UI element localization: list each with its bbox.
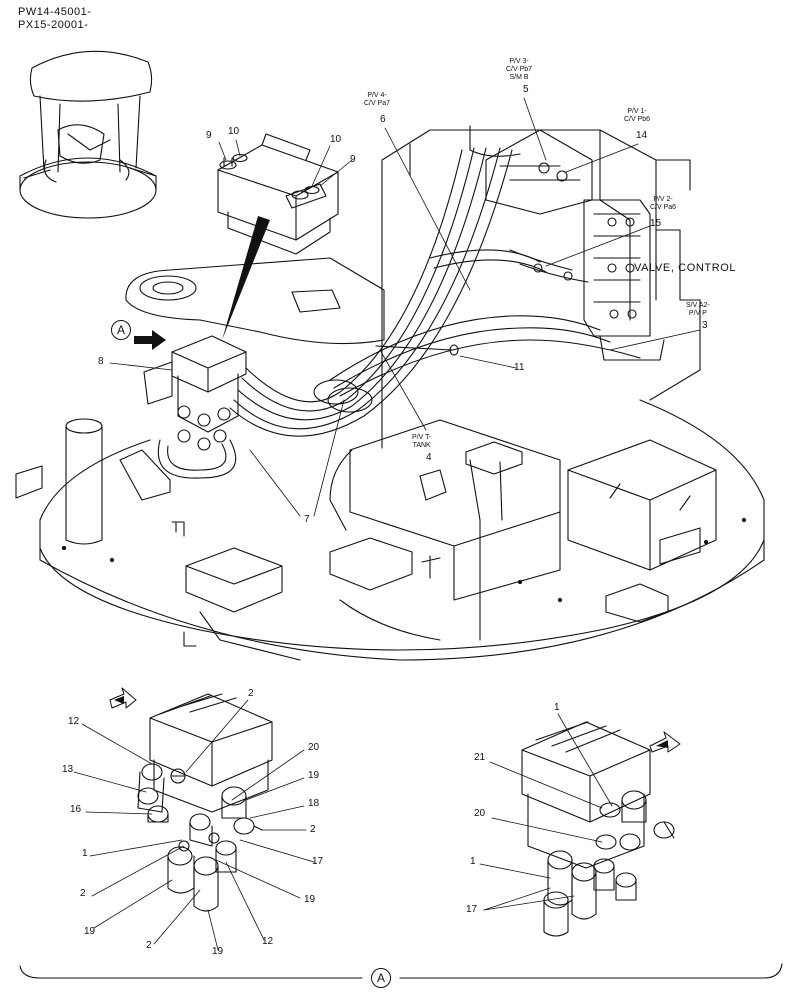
part-number-19: 19 <box>308 770 320 781</box>
callout-p14: P/V 1-C/V Pb6 <box>624 108 651 123</box>
part-number-1: 1 <box>82 848 88 859</box>
part-number-20: 20 <box>474 808 486 819</box>
part-number-14: 14 <box>636 130 648 141</box>
detail-pointer <box>222 216 270 340</box>
detail-a-right-leaders <box>479 713 613 911</box>
detail-a-marker: A <box>371 968 391 988</box>
part-number-18: 18 <box>308 798 320 809</box>
part-number-10: 10 <box>228 126 240 137</box>
detail-a-left <box>137 693 273 912</box>
part-number-21: 21 <box>474 752 486 763</box>
callout-p15: P/V 2-C/V Pa6 <box>650 196 677 211</box>
left-detail-arrow-shade <box>114 696 124 704</box>
callout-p4: P/V T-TANK <box>412 434 432 449</box>
part-number-2: 2 <box>80 888 86 899</box>
model-code-2: PX15-20001- <box>18 19 89 31</box>
right-detail-arrow-shade <box>656 740 668 748</box>
part-number-19: 19 <box>304 894 316 905</box>
upper-frame <box>15 125 765 661</box>
machine-thumbnail <box>19 50 157 219</box>
leader-lines <box>109 97 701 517</box>
part-number-9: 9 <box>350 154 356 165</box>
part-number-15: 15 <box>650 218 662 229</box>
part-number-5: 5 <box>523 84 529 95</box>
part-number-1: 1 <box>470 856 476 867</box>
part-number-7: 7 <box>304 514 310 525</box>
part-number-6: 6 <box>380 114 386 125</box>
model-code-1: PW14-45001- <box>18 6 92 18</box>
part-number-13: 13 <box>62 764 74 775</box>
callout-p6: P/V 4-C/V Pa7 <box>364 92 391 107</box>
part-number-20: 20 <box>308 742 320 753</box>
part-number-3: 3 <box>702 320 708 331</box>
part-number-12: 12 <box>262 936 274 947</box>
part-number-2: 2 <box>248 688 254 699</box>
view-a-marker: A <box>111 320 131 340</box>
part-number-12: 12 <box>68 716 80 727</box>
part-number-8: 8 <box>98 356 104 367</box>
pilot-valve-assembly <box>143 147 641 479</box>
detail-a-right <box>521 721 675 937</box>
callout-p3: S/V A2-P/V P <box>686 302 710 317</box>
valve-control-title: VALVE, CONTROL <box>634 262 737 274</box>
part-number-2: 2 <box>146 940 152 951</box>
part-number-10: 10 <box>330 134 342 145</box>
part-number-17: 17 <box>312 856 324 867</box>
part-number-1: 1 <box>554 702 560 713</box>
view-a-arrow <box>134 330 166 350</box>
part-number-2: 2 <box>310 824 316 835</box>
part-number-16: 16 <box>70 804 82 815</box>
detail-a-left-leaders <box>73 699 315 951</box>
block-detail <box>217 133 339 255</box>
part-number-4: 4 <box>426 452 432 463</box>
part-number-9: 9 <box>206 130 212 141</box>
part-number-19: 19 <box>84 926 96 937</box>
part-number-11: 11 <box>514 362 525 373</box>
part-number-19: 19 <box>212 946 224 957</box>
part-number-17: 17 <box>466 904 478 915</box>
detail-brace <box>19 963 783 979</box>
